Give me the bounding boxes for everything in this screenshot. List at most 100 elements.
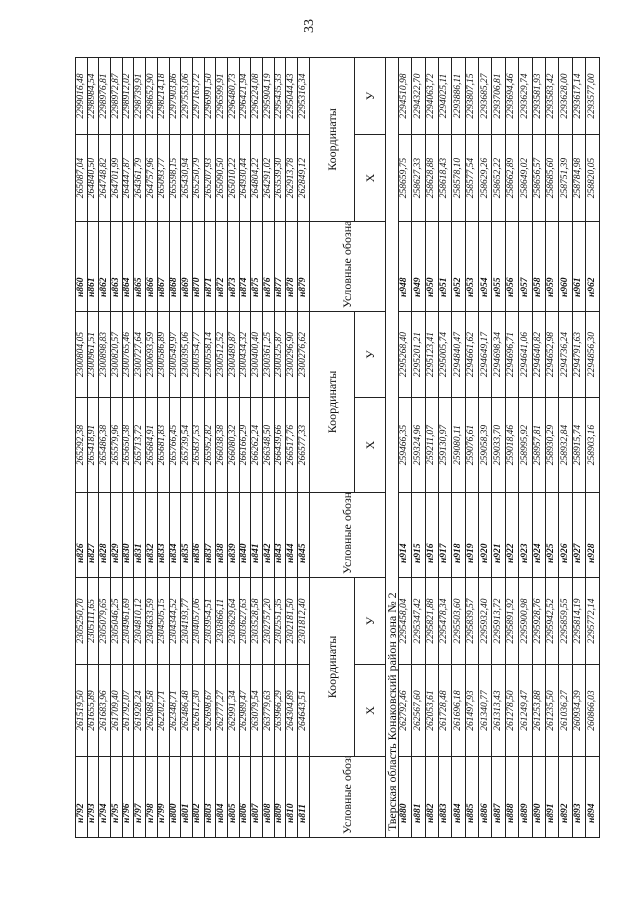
point-name: н792 [75, 756, 88, 838]
x-coordinate: 261709,40 [110, 664, 123, 757]
y-coordinate: 2293807,15 [465, 57, 479, 135]
x-coordinate: 259033,70 [491, 397, 506, 493]
point-name: н840 [239, 492, 251, 578]
y-coordinate: 2295005,74 [438, 311, 452, 398]
x-coordinate: 259080,11 [451, 397, 466, 493]
x-coordinate: 258649,02 [518, 134, 533, 222]
point-name: н920 [478, 492, 492, 578]
y-coordinate: 2297163,72 [192, 57, 205, 135]
x-coordinate: 265418,91 [87, 397, 99, 493]
point-name: н826 [75, 492, 88, 578]
x-coordinate: 261519,50 [75, 664, 88, 757]
y-coordinate: 2300354,77 [192, 311, 205, 398]
point-name: н887 [491, 756, 506, 838]
x-coordinate: 259466,35 [398, 397, 412, 493]
y-coordinate: 2305046,25 [110, 577, 123, 665]
y-coordinate: 2300325,87 [274, 311, 286, 398]
point-name: н879 [297, 221, 310, 312]
y-coordinate: 2295123,41 [425, 311, 439, 398]
point-name: н916 [425, 492, 439, 578]
y-coordinate: 2294641,06 [518, 311, 533, 398]
x-coordinate: 262348,71 [169, 664, 181, 757]
x-coordinate: 265579,96 [110, 397, 123, 493]
x-coordinate: 259076,61 [465, 397, 479, 493]
point-name: н811 [297, 756, 310, 838]
point-name: н805 [227, 756, 240, 838]
x-coordinate: 264804,22 [250, 134, 263, 222]
point-name: н833 [157, 492, 169, 578]
point-name: н953 [465, 221, 479, 312]
y-coordinate: 2295435,33 [274, 57, 286, 135]
x-coordinate: 262612,30 [192, 664, 205, 757]
y-coordinate: 2293685,27 [478, 57, 492, 135]
x-coordinate: 266038,38 [215, 397, 228, 493]
x-coordinate: 264361,79 [133, 134, 146, 222]
point-name: н834 [169, 492, 181, 578]
y-coordinate: 2304057,06 [192, 577, 205, 665]
point-name: н884 [451, 756, 466, 838]
x-coordinate: 258685,60 [545, 134, 559, 222]
x-coordinate: 262777,27 [215, 664, 228, 757]
point-name: н891 [545, 756, 559, 838]
y-coordinate: 2303954,51 [204, 577, 216, 665]
x-coordinate: 262991,34 [227, 664, 240, 757]
y-coordinate: 2303629,64 [227, 577, 240, 665]
point-name: н841 [250, 492, 263, 578]
y-coordinate: 2299016,48 [75, 57, 88, 135]
point-name: н956 [505, 221, 519, 312]
x-coordinate: 264757,96 [145, 134, 158, 222]
point-name: н871 [204, 221, 216, 312]
header-y: У [354, 577, 386, 665]
header-y: У [354, 311, 386, 398]
header-coordinates: Координаты [309, 577, 355, 757]
point-name: н809 [274, 756, 286, 838]
header-point-name: Условные обозначения точки [309, 492, 386, 578]
y-coordinate: 2295347,42 [411, 577, 426, 665]
point-name: н829 [110, 492, 123, 578]
point-name: н878 [285, 221, 298, 312]
x-coordinate: 264304,89 [285, 664, 298, 757]
x-coordinate: 258628,88 [425, 134, 439, 222]
point-name: н890 [532, 756, 546, 838]
table-header: Условные обозначения точки Координаты Ус… [309, 57, 399, 838]
point-name: н874 [239, 221, 251, 312]
x-coordinate: 261683,96 [98, 664, 111, 757]
x-coordinate: 265650,38 [122, 397, 134, 493]
y-coordinate: 2294025,11 [438, 57, 452, 135]
x-coordinate: 261253,88 [532, 664, 546, 757]
point-name: н810 [285, 756, 298, 838]
header-y: У [354, 57, 386, 135]
y-coordinate: 2298739,91 [133, 57, 146, 135]
y-coordinate: 2296991,50 [204, 57, 216, 135]
y-coordinate: 2303866,11 [215, 577, 228, 665]
point-name: н962 [585, 221, 600, 312]
page-number: 33 [302, 19, 317, 33]
point-name: н880 [398, 756, 412, 838]
x-coordinate: 266517,76 [285, 397, 298, 493]
x-coordinate: 258627,33 [411, 134, 426, 222]
point-name: н839 [227, 492, 240, 578]
x-coordinate: 261728,48 [438, 664, 452, 757]
point-name: н954 [478, 221, 492, 312]
point-name: н923 [518, 492, 533, 578]
x-coordinate: 258629,26 [478, 134, 492, 222]
y-coordinate: 2298972,87 [110, 57, 123, 135]
y-coordinate: 2300400,40 [250, 311, 263, 398]
y-coordinate: 2294640,82 [532, 311, 546, 398]
x-coordinate: 261340,77 [478, 664, 492, 757]
x-coordinate: 258662,89 [505, 134, 519, 222]
x-coordinate: 262567,60 [411, 664, 426, 757]
x-coordinate: 261313,43 [491, 664, 506, 757]
point-name: н827 [87, 492, 99, 578]
y-coordinate: 2300434,32 [239, 311, 251, 398]
x-coordinate: 261696,18 [451, 664, 466, 757]
